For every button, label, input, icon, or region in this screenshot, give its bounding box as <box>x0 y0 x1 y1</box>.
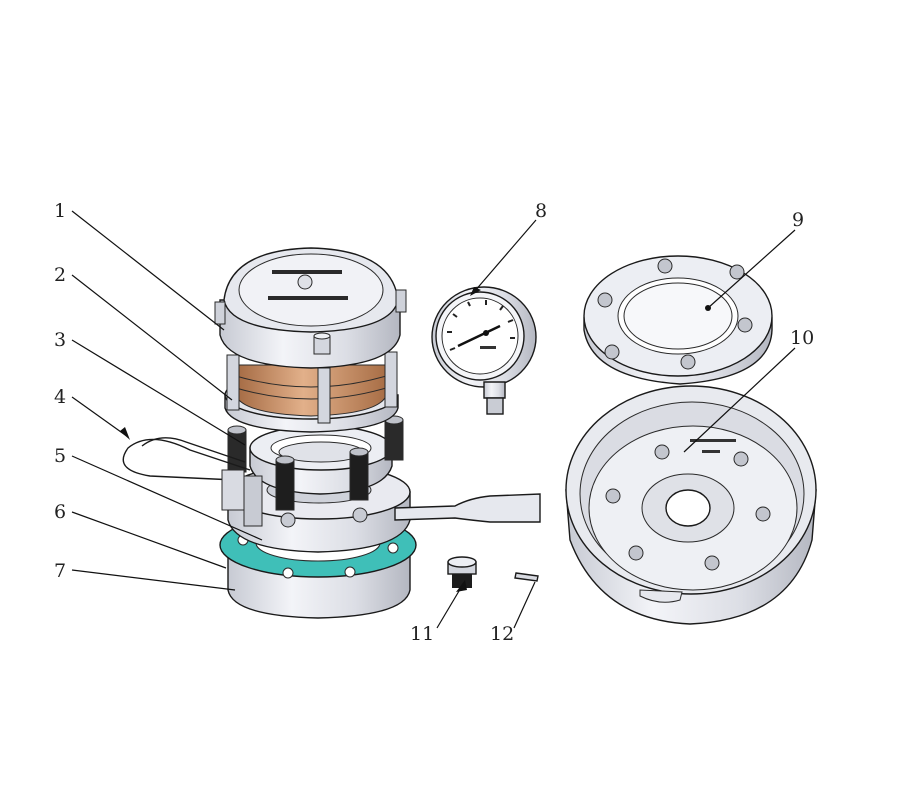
callout-12: 12 <box>490 623 514 645</box>
part-pressure-gauge <box>431 286 537 415</box>
callout-3: 3 <box>54 329 66 351</box>
part-wire-handle <box>122 437 263 527</box>
part-clamp-ring <box>249 425 393 495</box>
callout-2: 2 <box>54 264 66 286</box>
part-plug <box>447 556 477 588</box>
valve-assembly <box>122 247 541 619</box>
callout-8: 8 <box>535 200 547 222</box>
leader-lines <box>71 210 796 629</box>
callout-6: 6 <box>54 501 66 523</box>
part-bonnet-cap <box>214 247 407 369</box>
callout-4: 4 <box>54 386 66 408</box>
part-bellows-body <box>224 351 399 433</box>
callout-9: 9 <box>792 209 804 231</box>
part-base-bowl <box>565 385 817 625</box>
part-bolts <box>227 415 404 511</box>
callout-10: 10 <box>790 327 814 349</box>
callout-labels: 1 2 3 4 5 6 7 8 9 10 11 12 <box>54 200 814 645</box>
callout-11: 11 <box>410 623 434 645</box>
gauge-needle <box>457 324 501 348</box>
part-pin <box>514 572 539 582</box>
callout-1: 1 <box>54 200 66 222</box>
part-tab-handle <box>394 493 541 523</box>
callout-5: 5 <box>54 445 66 467</box>
part-flange-plate <box>583 255 773 385</box>
gauge-ticks <box>447 300 515 351</box>
callout-7: 7 <box>54 560 66 582</box>
